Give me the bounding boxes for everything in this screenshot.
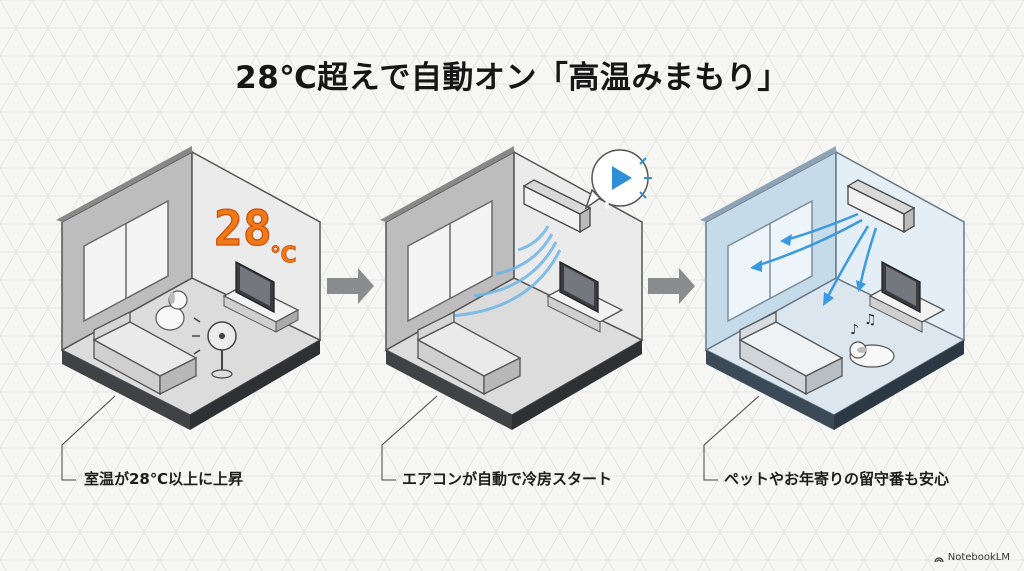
arrow-1 [327, 268, 374, 304]
arrow-2 [648, 268, 695, 304]
play-icon [584, 149, 652, 210]
svg-text:♪: ♪ [850, 322, 859, 338]
svg-text:♫: ♫ [864, 312, 877, 328]
brand-label: NotebookLM [947, 552, 1010, 563]
brand-footer: NotebookLM [934, 552, 1010, 563]
room-panel-3: ♪ ♫ [700, 146, 966, 481]
caption-step-3: ペットやお年寄りの留守番も安心 [724, 470, 950, 488]
notebooklm-logo-icon [934, 556, 944, 562]
temp-unit: ℃ [270, 243, 297, 268]
caption-step-2: エアコンが自動で冷房スタート [402, 470, 613, 488]
caption-step-1: 室温が28℃以上に上昇 [84, 470, 244, 488]
page-title: 28℃超えで自動オン「高温みまもり」 [235, 60, 789, 96]
temp-value: 28 [214, 201, 272, 257]
room-panel-1: 28 ℃ [56, 146, 322, 481]
temperature-display: 28 ℃ [213, 200, 297, 268]
room-panel-2 [380, 146, 652, 481]
